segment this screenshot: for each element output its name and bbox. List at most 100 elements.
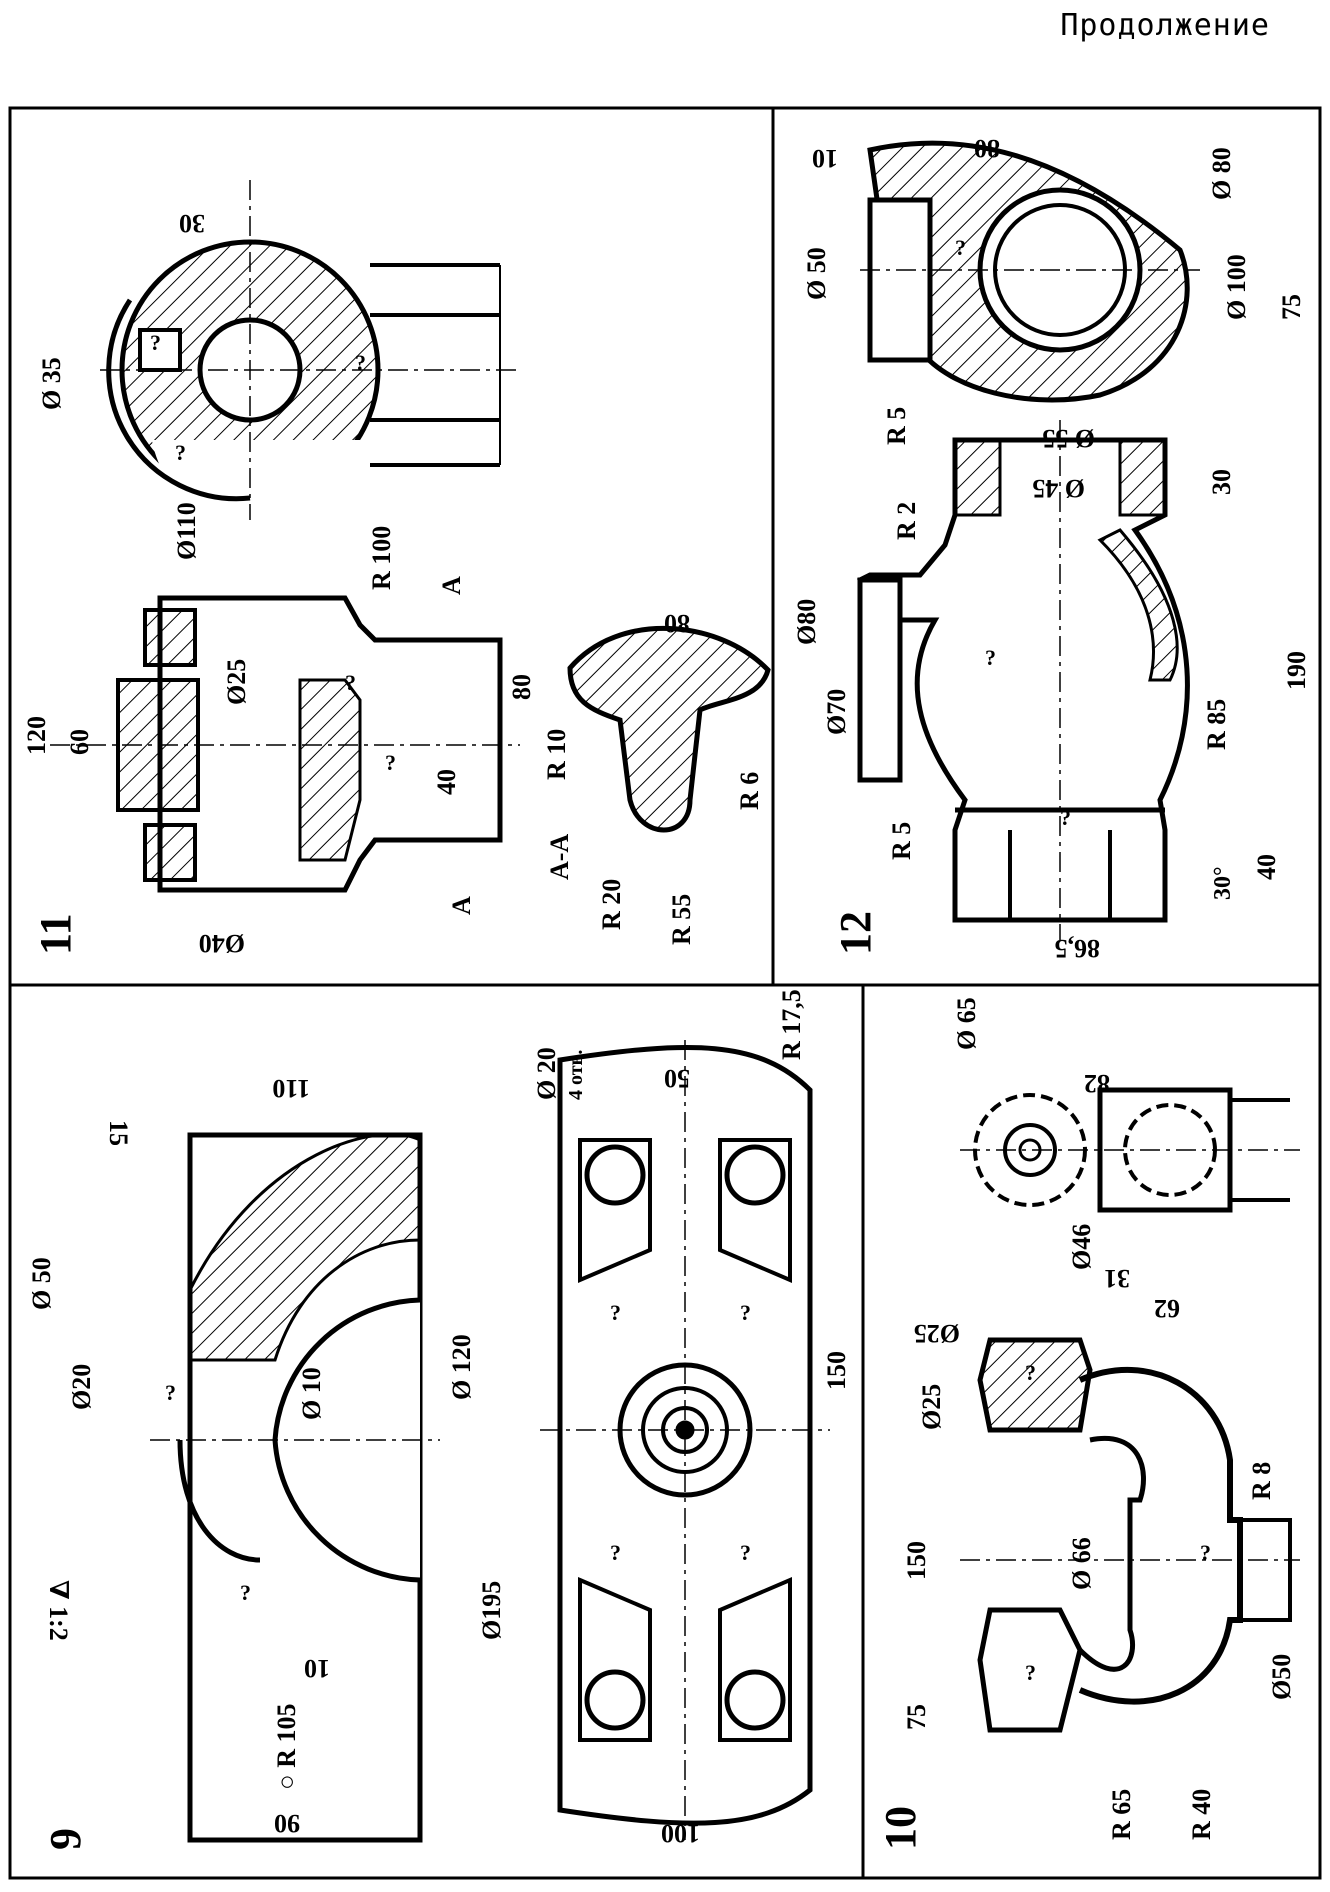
p9-dim-10: Ø 20: [532, 1047, 561, 1100]
p11-dim-16: R 20: [597, 879, 626, 930]
p12-dim-8: Ø 45: [1032, 474, 1085, 503]
p12-dim-16: 30°: [1210, 866, 1236, 900]
p12-dim-17: 40: [1252, 854, 1281, 880]
drawing-10-labels: 10 Ø 65 82 Ø46 31 62 Ø25 Ø25 150 Ø 66 R …: [876, 997, 1296, 1850]
drawing-10: [960, 1087, 1300, 1733]
p12-dim-10: R 2: [892, 502, 921, 540]
p12-dim-14: R 85: [1202, 699, 1231, 750]
question-mark: ?: [175, 440, 186, 465]
p9-dim-3: Ø20: [67, 1364, 96, 1410]
question-mark: ?: [1025, 1360, 1036, 1385]
p9-dim-8: 10: [304, 1654, 330, 1683]
drawing-11: [50, 180, 771, 893]
p11-dim-15: A-A: [545, 834, 574, 880]
p12-dim-15: R 5: [887, 822, 916, 860]
p9-dim-2: Ø 50: [27, 1257, 56, 1310]
p11-dim-11: A: [447, 896, 476, 915]
question-mark: ?: [240, 1580, 251, 1605]
p10-dim-8: Ø 66: [1067, 1537, 1096, 1590]
sheet-frame: [8, 106, 1322, 1880]
p11-dim-12: 80: [664, 609, 690, 638]
p12-dim-11: Ø80: [792, 599, 821, 645]
p9-dim-4: Ø 10: [297, 1367, 326, 1420]
panel-12-number: 12: [831, 911, 880, 955]
p10-dim-9: R 8: [1247, 1462, 1276, 1500]
p11-dim-0: 30: [179, 209, 205, 238]
p12-dim-0: 10: [812, 144, 838, 173]
question-marks: ? ? ? ? ? ? ? ? ? ? ? ? ? ? ? ? ?: [150, 235, 1211, 1685]
continuation-label: Продолжение: [1060, 8, 1270, 43]
drawing-9: [150, 1040, 830, 1843]
p10-dim-0: Ø 65: [952, 997, 981, 1050]
p11-dim-17: R 55: [667, 894, 696, 945]
panel-10-number: 10: [876, 1806, 925, 1850]
p12-dim-2: Ø 80: [1207, 147, 1236, 200]
p9-dim-7: ○ R 105: [272, 1704, 301, 1790]
p12-dim-12: Ø70: [822, 689, 851, 735]
p9-dim-9: 90: [274, 1809, 300, 1838]
p11-dim-7: Ø25: [222, 659, 251, 705]
question-mark: ?: [1060, 805, 1071, 830]
p9-dim-14: 150: [822, 1351, 851, 1390]
p12-dim-7: Ø 55: [1042, 424, 1095, 453]
question-mark: ?: [610, 1300, 621, 1325]
p10-dim-3: 31: [1104, 1264, 1130, 1293]
p12-dim-9: 30: [1207, 469, 1236, 495]
p9-dim-12: 50: [664, 1064, 690, 1093]
question-mark: ?: [955, 235, 966, 260]
p10-dim-10: Ø50: [1267, 1654, 1296, 1700]
p11-dim-4: A: [437, 576, 466, 595]
question-mark: ?: [165, 1380, 176, 1405]
p9-dim-0: 15: [104, 1120, 133, 1146]
question-mark: ?: [150, 330, 161, 355]
p11-dim-14: R 6: [735, 772, 764, 810]
question-mark: ?: [610, 1540, 621, 1565]
p10-dim-12: R 65: [1107, 1789, 1136, 1840]
p12-dim-4: Ø 100: [1222, 254, 1251, 320]
p9-dim-6: ∇ 1:2: [44, 1580, 73, 1641]
p10-dim-1: 82: [1084, 1069, 1110, 1098]
p11-dim-8: 80: [507, 674, 536, 700]
p9-dim-11: 4 отв.: [565, 1050, 587, 1100]
p12-dim-18: 86,5: [1055, 934, 1101, 963]
p11-dim-10: Ø40: [199, 929, 245, 958]
p10-dim-6: Ø25: [917, 1384, 946, 1430]
question-mark: ?: [740, 1540, 751, 1565]
panel-11-number: 11: [31, 913, 80, 955]
drawing-11-labels: 11 30 Ø 35 Ø110 R 100 A 120 60 Ø25 80 40…: [22, 209, 764, 958]
p12-dim-13: 190: [1282, 651, 1311, 690]
p10-dim-4: 62: [1154, 1294, 1180, 1323]
p12-dim-6: R 5: [882, 407, 911, 445]
p11-dim-13: R 10: [542, 729, 571, 780]
p11-dim-9: 40: [432, 769, 461, 795]
question-mark: ?: [740, 1300, 751, 1325]
p9-dim-15: Ø195: [477, 1581, 506, 1640]
question-mark: ?: [385, 750, 396, 775]
p10-dim-2: Ø46: [1067, 1224, 1096, 1270]
p10-dim-7: 150: [902, 1541, 931, 1580]
p10-dim-5: Ø25: [914, 1319, 960, 1348]
question-mark: ?: [1025, 1660, 1036, 1685]
panel-9-number: 9: [41, 1828, 90, 1850]
p11-dim-1: Ø 35: [37, 357, 66, 410]
p12-dim-3: Ø 50: [802, 247, 831, 300]
p12-dim-5: 75: [1277, 294, 1306, 320]
p11-dim-3: R 100: [367, 526, 396, 590]
drawing-12: [857, 140, 1200, 940]
p9-dim-13: R 17,5: [777, 989, 806, 1060]
p12-dim-1: 80: [974, 134, 1000, 163]
question-mark: ?: [345, 670, 356, 695]
p9-dim-1: 110: [272, 1074, 310, 1103]
question-mark: ?: [355, 350, 366, 375]
p10-dim-11: 75: [902, 1704, 931, 1730]
drawing-12-labels: 12 10 80 Ø 80 Ø 50 Ø 100 75 R 5 Ø 55 Ø 4…: [792, 134, 1311, 963]
p11-dim-5: 120: [22, 716, 51, 755]
p9-dim-5: Ø 120: [447, 1334, 476, 1400]
p9-dim-16: 100: [661, 1819, 700, 1848]
question-mark: ?: [985, 645, 996, 670]
p11-dim-2: Ø110: [172, 502, 201, 560]
question-mark: ?: [1200, 1540, 1211, 1565]
p11-dim-6: 60: [65, 729, 94, 755]
p10-dim-13: R 40: [1187, 1789, 1216, 1840]
